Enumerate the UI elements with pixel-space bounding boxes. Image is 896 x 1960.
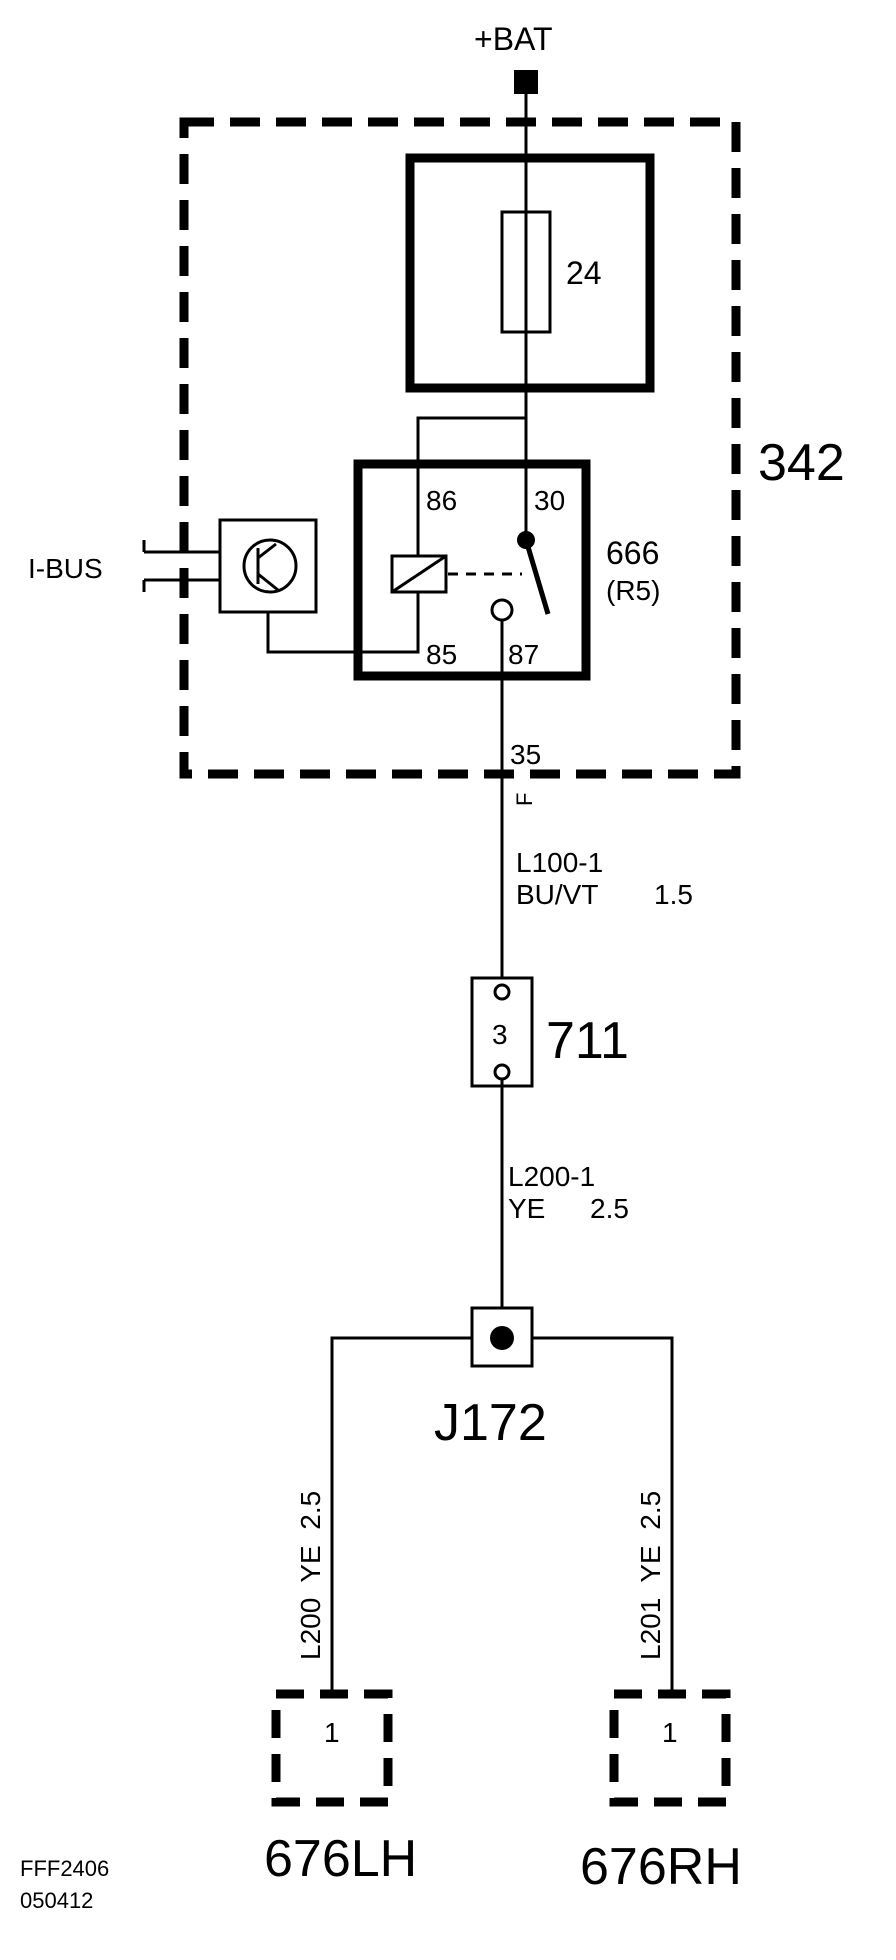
wire2-color-label: YE <box>508 1193 545 1224</box>
pin87-label: 87 <box>508 639 539 670</box>
relay-switch-arm <box>523 539 551 615</box>
transistor-icon <box>242 538 298 594</box>
left-pin-label: 1 <box>324 1717 340 1748</box>
pin-f-label: F <box>512 793 537 806</box>
relay-coil-diagonal <box>391 554 447 594</box>
wire-to-pin86 <box>416 416 526 590</box>
pin35-label: 35 <box>510 739 541 770</box>
transistor-box <box>218 518 318 614</box>
wire1-color-label: BU/VT <box>516 879 598 910</box>
relay-sub-label: (R5) <box>606 575 660 606</box>
relay-666-outline <box>353 459 591 681</box>
wire-junction-left <box>330 1336 472 1690</box>
i-bus-label: I-BUS <box>28 553 103 584</box>
right-comp-label: 676RH <box>580 1838 742 1896</box>
pin86-label: 86 <box>426 485 457 516</box>
wire-junction-right <box>532 1336 674 1690</box>
wire-left-label: L200 YE 2.5 <box>295 1491 326 1660</box>
relay-contact-87 <box>490 598 514 622</box>
pin85-label: 85 <box>426 639 457 670</box>
wire-right-label: L201 YE 2.5 <box>635 1491 666 1660</box>
component-676lh-outline <box>271 1689 393 1807</box>
transistor-collector <box>257 542 277 560</box>
doc-code-label: FFF2406 <box>20 1856 109 1881</box>
fuse-box-outline <box>405 153 655 393</box>
module-342-label: 342 <box>758 434 845 492</box>
transistor-emitter <box>257 572 279 592</box>
left-comp-label: 676LH <box>264 1830 417 1888</box>
connector-pin-label: 3 <box>492 1019 508 1050</box>
component-676rh-outline <box>609 1689 731 1807</box>
wire2-id-label: L200-1 <box>508 1161 595 1192</box>
connector-id-label: 711 <box>546 1012 629 1070</box>
wire2-size-label: 2.5 <box>590 1193 629 1224</box>
doc-date-label: 050412 <box>20 1888 93 1913</box>
wire1-id-label: L100-1 <box>516 847 603 878</box>
fuse-label: 24 <box>566 255 602 291</box>
bat-label: +BAT <box>474 21 553 57</box>
bat-terminal <box>514 70 538 94</box>
pin30-label: 30 <box>534 485 565 516</box>
junction-j172-dot <box>490 1326 514 1350</box>
connector-711-pin-top <box>493 983 511 1001</box>
wire-coil-to-pin85 <box>266 592 420 654</box>
relay-id-label: 666 <box>606 535 659 571</box>
junction-label: J172 <box>434 1394 547 1452</box>
connector-711-pin-bottom <box>493 1063 511 1081</box>
module-342-outline <box>179 117 741 779</box>
wire1-size-label: 1.5 <box>654 879 693 910</box>
right-pin-label: 1 <box>662 1717 678 1748</box>
